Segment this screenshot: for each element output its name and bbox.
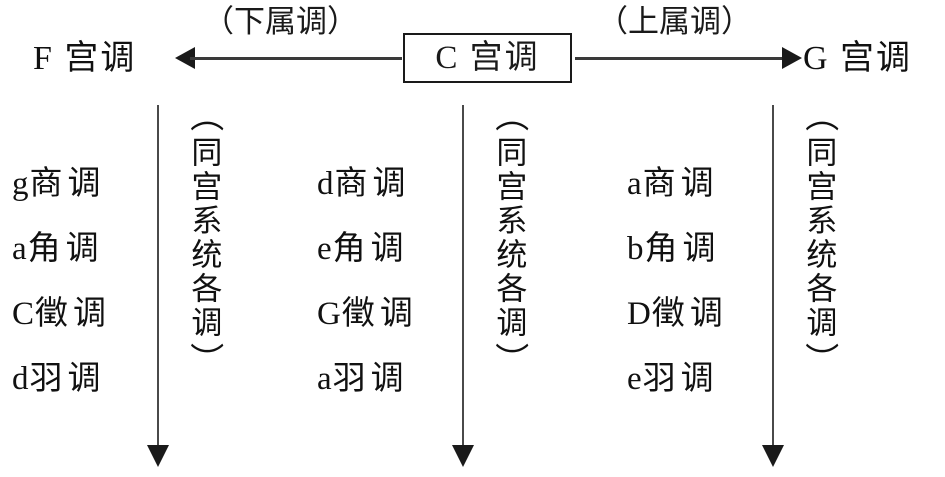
mode-suffix: 调 — [680, 361, 715, 397]
mode-item: D徵调 — [627, 298, 752, 363]
right-arrow-head-icon — [782, 47, 802, 69]
mode-pitch: e — [627, 361, 643, 397]
mode-suffix: 调 — [379, 296, 414, 332]
mode-list-c: d商调 e角调 G徵调 a羽调 — [317, 168, 442, 428]
mode-pitch: d — [317, 166, 335, 202]
mode-item: e羽调 — [627, 363, 752, 428]
mode-suffix: 调 — [372, 166, 407, 202]
down-arrow-head-icon — [762, 445, 784, 467]
mode-list-g: a商调 b角调 D徵调 e羽调 — [627, 168, 752, 428]
left-arrow-head-icon — [175, 47, 195, 69]
mode-pitch: a — [317, 361, 333, 397]
mode-name: 羽 — [332, 361, 367, 397]
mode-pitch: a — [627, 166, 643, 202]
caption-paren-open: （ — [186, 98, 223, 132]
mode-name: 商 — [29, 166, 64, 202]
mode-name: 商 — [642, 166, 677, 202]
caption-paren-open: （ — [801, 98, 838, 132]
mode-suffix: 调 — [67, 166, 102, 202]
mode-name: 角 — [27, 231, 62, 267]
down-arrow-line — [772, 105, 774, 453]
group-caption-text: 同宫系统各调 — [491, 136, 527, 340]
mode-suffix: 调 — [370, 231, 405, 267]
mode-list-f: g商调 a角调 C徵调 d羽调 — [12, 168, 137, 428]
down-arrow-line — [157, 105, 159, 453]
caption-paren-close: ） — [491, 342, 528, 376]
mode-item: a商调 — [627, 168, 752, 233]
mode-name: 商 — [334, 166, 369, 202]
mode-name: 羽 — [642, 361, 677, 397]
mode-name: 角 — [644, 231, 679, 267]
center-key-box: C 宫调 — [403, 33, 572, 83]
group-caption-c: （ 同宫系统各调 ） — [485, 98, 531, 460]
mode-pitch: C — [12, 296, 36, 332]
down-arrow-head-icon — [452, 445, 474, 467]
mode-suffix: 调 — [682, 231, 717, 267]
caption-paren-close: ） — [801, 342, 838, 376]
mode-item: g商调 — [12, 168, 137, 233]
mode-item: b角调 — [627, 233, 752, 298]
mode-suffix: 调 — [680, 166, 715, 202]
down-arrow-head-icon — [147, 445, 169, 467]
left-arrow-line — [190, 57, 402, 60]
mode-item: G徵调 — [317, 298, 442, 363]
mode-suffix: 调 — [73, 296, 108, 332]
group-caption-text: 同宫系统各调 — [186, 136, 222, 340]
group-caption-f: （ 同宫系统各调 ） — [180, 98, 226, 460]
relation-label-subdominant: （下属调） — [203, 4, 358, 39]
mode-name: 羽 — [29, 361, 64, 397]
relation-label-dominant: （上属调） — [597, 4, 752, 39]
mode-item: d羽调 — [12, 363, 137, 428]
group-caption-g: （ 同宫系统各调 ） — [795, 98, 841, 460]
mode-name: 徵 — [35, 296, 70, 332]
mode-pitch: a — [12, 231, 28, 267]
mode-item: e角调 — [317, 233, 442, 298]
mode-name: 角 — [332, 231, 367, 267]
mode-suffix: 调 — [689, 296, 724, 332]
mode-suffix: 调 — [65, 231, 100, 267]
key-label-g: G 宫调 — [803, 40, 913, 77]
mode-item: a角调 — [12, 233, 137, 298]
mode-suffix: 调 — [370, 361, 405, 397]
mode-pitch: b — [627, 231, 645, 267]
mode-pitch: e — [317, 231, 333, 267]
right-arrow-line — [575, 57, 784, 60]
down-arrow-line — [462, 105, 464, 453]
mode-item: a羽调 — [317, 363, 442, 428]
mode-item: d商调 — [317, 168, 442, 233]
caption-paren-open: （ — [491, 98, 528, 132]
mode-item: C徵调 — [12, 298, 137, 363]
mode-pitch: D — [627, 296, 652, 332]
mode-pitch: d — [12, 361, 30, 397]
mode-suffix: 调 — [67, 361, 102, 397]
center-key-label: C 宫调 — [435, 39, 540, 76]
mode-name: 徵 — [341, 296, 376, 332]
mode-name: 徵 — [651, 296, 686, 332]
key-label-f: F 宫调 — [33, 40, 137, 77]
mode-pitch: g — [12, 166, 30, 202]
mode-pitch: G — [317, 296, 342, 332]
caption-paren-close: ） — [186, 342, 223, 376]
group-caption-text: 同宫系统各调 — [801, 136, 837, 340]
